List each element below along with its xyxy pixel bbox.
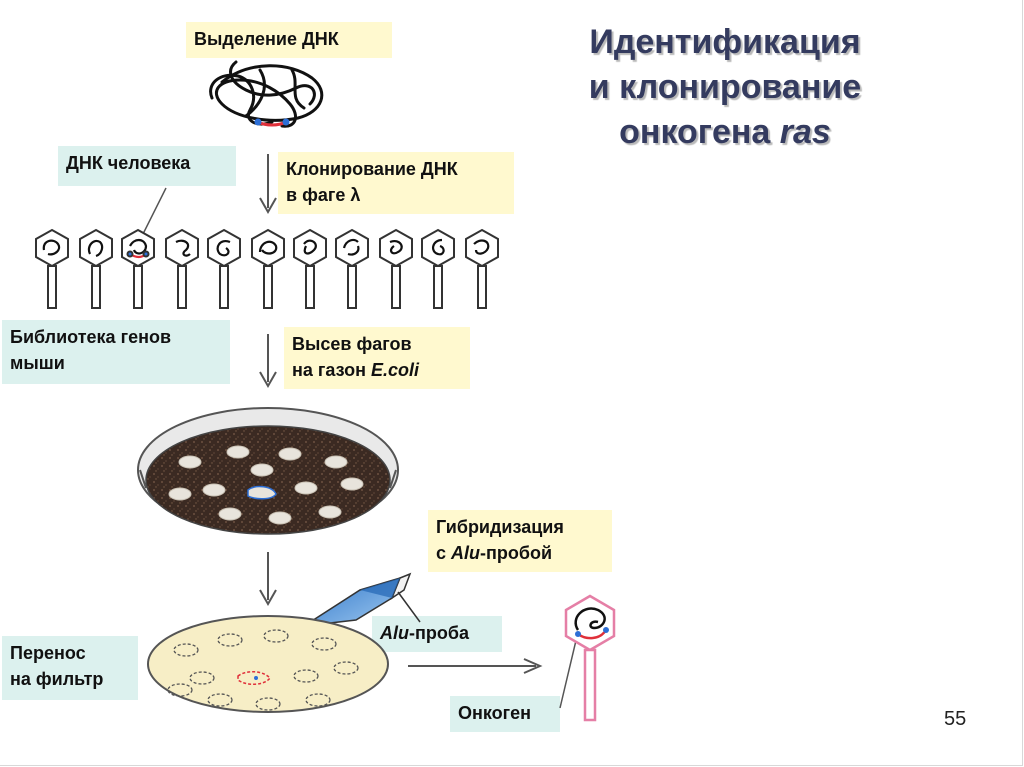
phage-icon — [293, 228, 327, 309]
phage-icon — [379, 228, 413, 309]
arrow-down-3 — [259, 552, 277, 607]
filter-spot — [217, 633, 243, 647]
filter-spot — [305, 693, 331, 707]
filter-positive-spot — [237, 671, 271, 685]
filter-spot — [207, 693, 233, 707]
phage-icon — [251, 228, 285, 309]
filter-spot — [189, 671, 215, 685]
label-human-dna: ДНК человека — [58, 146, 236, 186]
title-line-2: и клонирование — [588, 68, 862, 106]
phage-icon — [35, 228, 69, 309]
filter-spot — [263, 629, 289, 643]
phage-library-row — [35, 228, 499, 309]
label-oncogene: Онкоген — [450, 696, 560, 732]
page-number: 55 — [944, 708, 967, 730]
phage-icon — [121, 228, 155, 309]
tangled-dna-icon — [209, 60, 324, 128]
label-transfer-to-filter: Перенос на фильтр — [2, 636, 138, 700]
phage-icon — [207, 228, 241, 309]
slide-title: Идентификация и клонирование онкогена ra… — [540, 20, 910, 155]
plaque — [250, 463, 274, 477]
plaque — [278, 447, 302, 461]
plaque — [218, 507, 242, 521]
pointer-oncogene — [559, 631, 579, 709]
phage-icon — [79, 228, 113, 309]
label-phage-plating: Высев фагов на газон E.coli — [284, 327, 470, 389]
plaque-highlight — [247, 485, 277, 500]
filter-spot — [333, 661, 359, 675]
phage-icon — [465, 228, 499, 309]
label-hybridization: Гибридизация с Alu-пробой — [428, 510, 612, 572]
dna-marker-left — [254, 118, 262, 126]
filter-spot — [255, 697, 281, 711]
plaque — [340, 477, 364, 491]
label-gene-library: Библиотека генов мыши — [2, 320, 230, 384]
dna-marker-right — [282, 118, 290, 126]
phage-icon — [421, 228, 455, 309]
pointer-alu-probe — [397, 591, 421, 623]
plaque — [202, 483, 226, 497]
pointer-human-dna — [141, 187, 167, 237]
plaque — [178, 455, 202, 469]
arrow-right — [408, 658, 543, 674]
title-line-1: Идентификация — [589, 23, 861, 61]
plaque — [168, 487, 192, 501]
petri-dish-icon — [137, 407, 399, 535]
phage-icon — [335, 228, 369, 309]
filter-spot — [173, 643, 199, 657]
filter-spot — [293, 669, 319, 683]
plaque — [226, 445, 250, 459]
arrow-down-2 — [259, 334, 277, 389]
alu-probe-pipette-icon — [297, 572, 412, 652]
label-cloning-in-phage: Клонирование ДНК в фаге λ — [278, 152, 514, 214]
plaque — [294, 481, 318, 495]
oncogene-phage-icon — [564, 594, 616, 722]
label-dna-isolation: Выделение ДНК — [186, 22, 392, 58]
filter-spot — [167, 683, 193, 697]
filter-spot — [311, 637, 337, 651]
filter-disc-icon — [147, 615, 389, 713]
plaque — [324, 455, 348, 469]
plaque — [268, 511, 292, 525]
plaque — [318, 505, 342, 519]
label-alu-probe: Alu-проба — [372, 616, 502, 652]
phage-icon — [165, 228, 199, 309]
arrow-down-1 — [259, 154, 277, 215]
title-line-3: онкогена ras — [619, 113, 831, 151]
